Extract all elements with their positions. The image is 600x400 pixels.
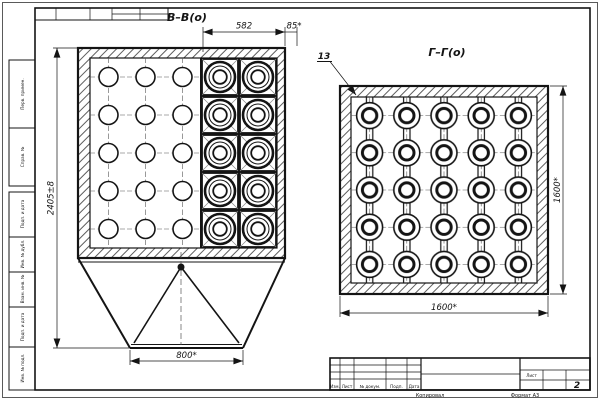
section-label-gg: Г–Г(о) — [428, 46, 465, 59]
tb-col-izm: Изм. — [330, 384, 340, 389]
bottom-margin-notes: Копировал Формат A3 — [416, 393, 540, 399]
tb-col-podp: Подп. — [390, 384, 403, 389]
margin-label-vzam: Взам. инв. № — [20, 274, 25, 303]
callout-13-label: 13 — [318, 52, 331, 62]
top-header-strip — [34, 7, 169, 21]
hopper — [77, 252, 286, 349]
dim-hopper-label: 800* — [176, 351, 196, 361]
copy-note: Копировал — [416, 393, 445, 399]
dim-plate-width-label: 1600* — [431, 303, 457, 313]
margin-label-podp1: Подп. и дата — [20, 199, 25, 228]
dim-hopper: 800* — [129, 350, 244, 365]
margin-label-inv-podl: Инв. № подл. — [20, 354, 25, 383]
margin-label-podp2: Подп. и дата — [20, 312, 25, 341]
dim-height-label: 2405±8 — [47, 180, 57, 215]
tb-sheet-number: 2 — [574, 381, 580, 391]
tb-col-data: Дата — [409, 384, 420, 389]
title-block: Изм. Лист № докум. Подп. Дата Лист 2 — [329, 357, 591, 391]
tube-field-plain — [90, 58, 201, 248]
plate-outline — [338, 84, 550, 296]
tb-col-list: Лист — [342, 384, 353, 389]
tb-col-doc: № докум. — [360, 384, 381, 389]
shell-outline — [76, 46, 287, 260]
margin-label-perv: Перв. примен. — [20, 78, 25, 109]
margin-label-sprav: Справ. № — [20, 146, 25, 167]
section-view-bb: В–В(о) 582 85* — [47, 11, 302, 365]
margin-label-inv-dubl: Инв. № дубл. — [20, 240, 25, 269]
tube-grid — [351, 97, 537, 283]
section-view-gg: Г–Г(о) 13 1600* 1600* — [317, 46, 567, 317]
margin-column: Перв. примен. Справ. № Подп. и дата Инв.… — [8, 59, 36, 391]
dim-85-label: 85* — [286, 22, 301, 32]
format-note: Формат A3 — [511, 393, 539, 399]
section-label-bb: В–В(о) — [167, 11, 207, 24]
dim-plate-width: 1600* — [339, 296, 549, 317]
dim-plate-height-label: 1600* — [553, 177, 563, 203]
hopper-apex-fitting — [177, 263, 185, 271]
dim-plate-height: 1600* — [550, 85, 567, 295]
tb-sheet-label: Лист — [526, 373, 537, 378]
dim-height: 2405±8 — [47, 47, 130, 349]
tube-field-cells — [201, 58, 277, 248]
dim-top: 582 85* — [202, 22, 302, 52]
dim-582-label: 582 — [236, 22, 252, 32]
